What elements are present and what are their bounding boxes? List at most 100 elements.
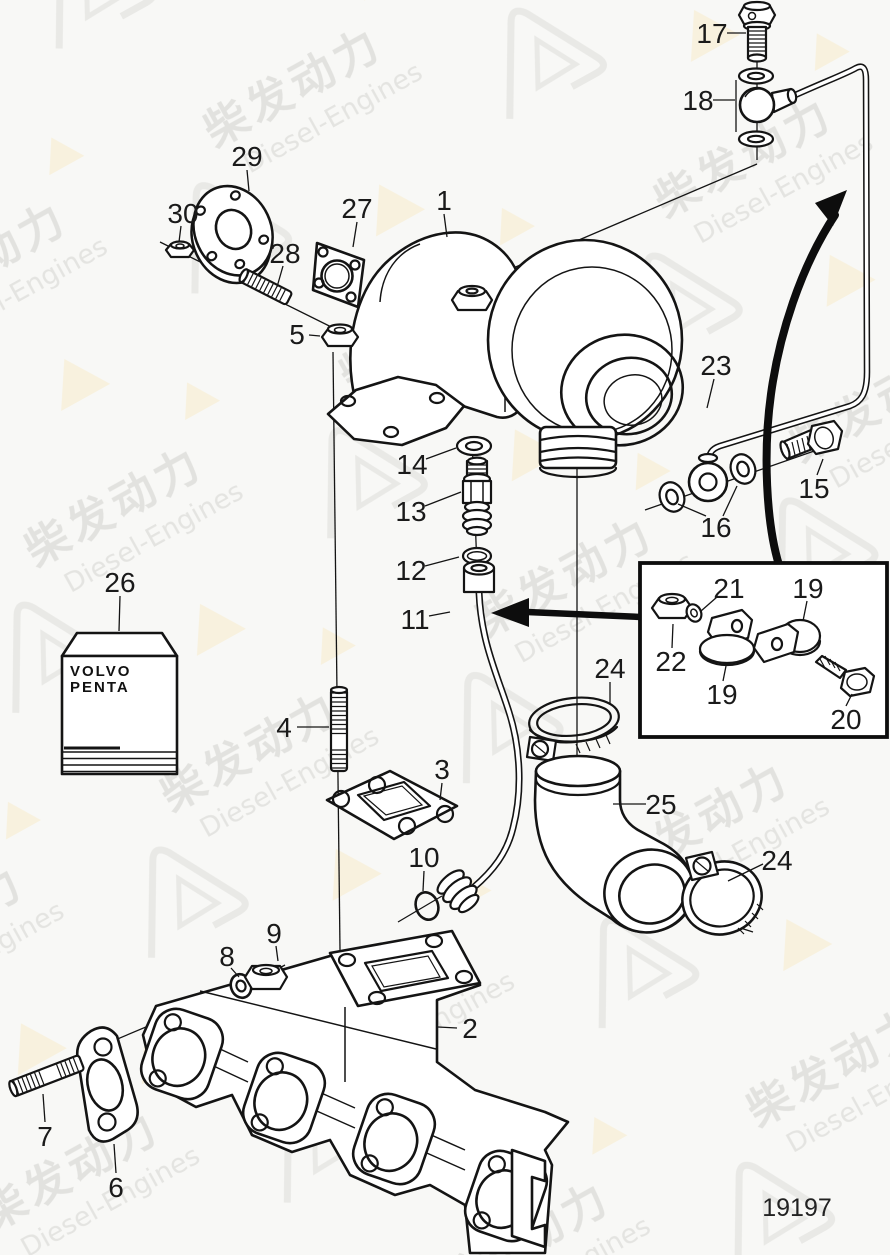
- callout-leaders: [42, 32, 853, 1174]
- part-oil-return-pipe: [436, 560, 523, 914]
- callout-11: 11: [400, 604, 429, 635]
- turbo-compressor-outlet: [538, 425, 618, 479]
- part-oil-feed-pipe: [687, 63, 871, 503]
- leader-line-27: [352, 221, 358, 248]
- part-stud-4: [329, 685, 349, 773]
- callout-21: 21: [713, 573, 744, 604]
- callout-28: 28: [269, 238, 300, 269]
- part-turbocharger: [326, 231, 685, 479]
- manifold-top-flange: [328, 929, 482, 1008]
- callout-1: 1: [436, 185, 452, 216]
- callout-16: 16: [700, 512, 731, 543]
- leader-line-26: [118, 595, 121, 632]
- pipe-ribbed-end: [436, 869, 480, 914]
- callout-15: 15: [798, 473, 829, 504]
- leader-line-13: [424, 491, 462, 507]
- part-gasket-6: [76, 1026, 139, 1143]
- callout-25: 25: [645, 789, 676, 820]
- callout-6: 6: [108, 1172, 124, 1203]
- callout-24: 24: [761, 845, 792, 876]
- part-cover-flange-29: [190, 184, 274, 285]
- part-stud-28: [238, 268, 293, 306]
- callout-29: 29: [231, 141, 262, 172]
- part-oring-10: [414, 891, 440, 921]
- part-stud-7: [8, 1054, 85, 1098]
- leader-line-6: [113, 1143, 117, 1174]
- leader-line-7: [42, 1093, 46, 1123]
- part-clamp-19-left: [698, 608, 756, 667]
- callout-26: 26: [104, 567, 135, 598]
- callout-17: 17: [696, 18, 727, 49]
- leader-line-5: [308, 334, 321, 337]
- part-washer-16b: [729, 453, 757, 485]
- part-exhaust-manifold: [139, 929, 570, 1255]
- manifold-port-flange: [351, 1092, 437, 1186]
- callout-7: 7: [37, 1121, 53, 1152]
- part-hose-elbow-25: [533, 754, 695, 934]
- part-gasket-kit-box: VOLVO PENTA: [60, 631, 179, 776]
- leader-line-20: [845, 693, 853, 707]
- leader-line-9: [275, 945, 279, 962]
- callout-22: 22: [655, 646, 686, 677]
- kit-box-brand-volvo: VOLVO: [70, 663, 131, 680]
- part-banjo-union-18: [737, 67, 798, 148]
- part-banjo-screw-15: [779, 419, 844, 461]
- callout-18: 18: [682, 85, 713, 116]
- leader-line-12: [424, 556, 460, 567]
- leader-line-16: [677, 503, 707, 517]
- pipe-location-arrow: [491, 598, 642, 627]
- leader-line-19: [802, 600, 808, 622]
- callout-19: 19: [706, 679, 737, 710]
- kit-box-brand-penta: PENTA: [70, 679, 130, 696]
- leader-line-19: [722, 665, 727, 682]
- part-banjo-bolt-17: [737, 0, 777, 63]
- leader-line-8: [230, 967, 240, 978]
- callout-2: 2: [462, 1013, 478, 1044]
- part-gasket-3: [325, 769, 459, 841]
- callout-20: 20: [830, 704, 861, 735]
- leader-line-30: [178, 225, 182, 243]
- callout-4: 4: [276, 712, 292, 743]
- part-nut-9: [243, 963, 289, 991]
- callout-5: 5: [289, 319, 305, 350]
- leader-line-24: [727, 863, 764, 882]
- leader-line-10: [422, 870, 425, 892]
- leader-line-1: [443, 213, 448, 238]
- part-nipple-13: [461, 456, 493, 537]
- callout-14: 14: [396, 449, 427, 480]
- callout-13: 13: [395, 496, 426, 527]
- turbo-inlet-flange: [326, 375, 466, 447]
- part-clamp-19-right: [752, 618, 822, 664]
- part-washer-21: [685, 603, 703, 623]
- callout-12: 12: [395, 555, 426, 586]
- part-nut-22: [650, 592, 694, 620]
- callout-30: 30: [167, 198, 198, 229]
- leader-line-29: [246, 169, 250, 192]
- clamp-location-arrow: [762, 190, 847, 569]
- figure-number: 19197: [762, 1194, 832, 1222]
- callout-8: 8: [219, 941, 235, 972]
- callout-24: 24: [594, 653, 625, 684]
- callout-27: 27: [341, 193, 372, 224]
- manifold-port-flange: [139, 1007, 225, 1101]
- part-hose-clamp-24-bottom: [681, 850, 764, 936]
- leader-line-14: [425, 447, 457, 460]
- turbo-top-nut: [450, 284, 494, 312]
- leader-line-16: [722, 485, 738, 517]
- part-nut-5: [320, 323, 360, 348]
- leader-line-21: [700, 596, 718, 612]
- leader-line-2: [437, 1026, 458, 1029]
- part-nut-30: [164, 240, 196, 259]
- leader-line-22: [671, 623, 674, 649]
- leader-line-11: [428, 611, 451, 617]
- callout-9: 9: [266, 918, 282, 949]
- inset-detail-box: [638, 561, 889, 739]
- leader-line-28: [276, 265, 284, 288]
- part-washer-14: [455, 435, 493, 457]
- callout-19: 19: [792, 573, 823, 604]
- leader-line-15: [816, 458, 824, 476]
- leader-line-23: [706, 378, 715, 409]
